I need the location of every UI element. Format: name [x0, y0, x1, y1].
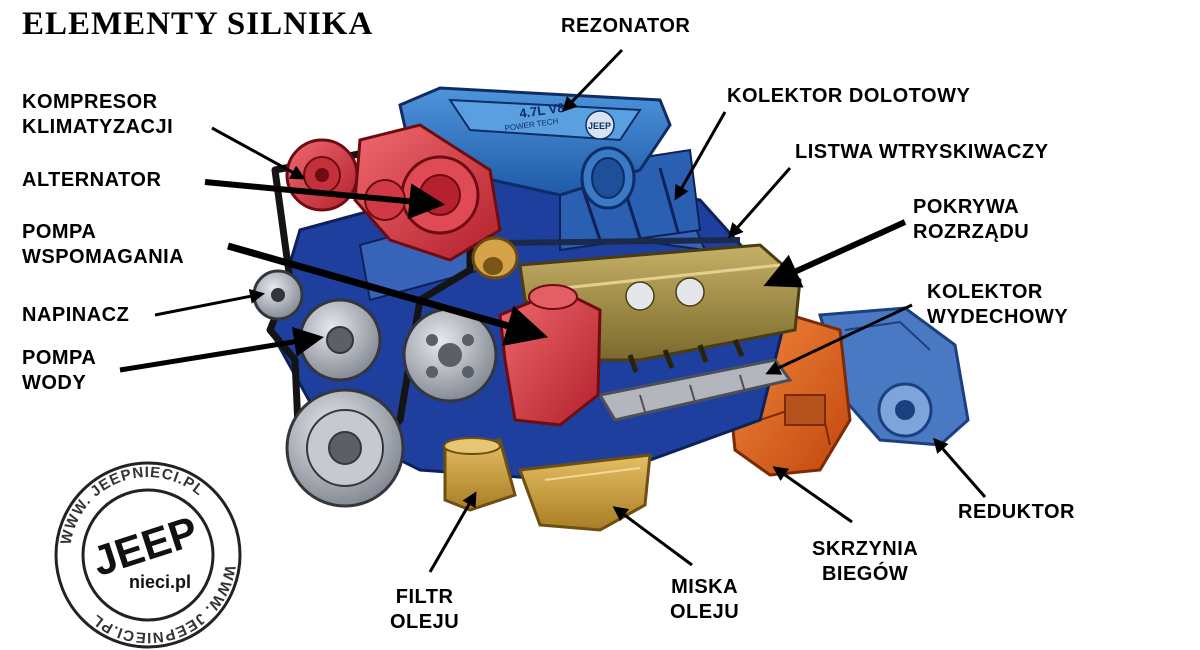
- label-filtr-oleju: FILTR OLEJU: [390, 585, 459, 635]
- label-pokrywa-rozrzadu: POKRYWA ROZRZĄDU: [913, 195, 1029, 245]
- gearbox: [728, 313, 852, 477]
- label-kolektor-wydechowy-line2: WYDECHOWY: [927, 306, 1069, 328]
- label-rezonator: REZONATOR: [561, 15, 691, 37]
- arrow-pompa-wody: [119, 327, 324, 373]
- pointer-arrows: [119, 48, 987, 573]
- label-kolektor-wydechowy-line1: KOLEKTOR: [927, 281, 1043, 303]
- label-pokrywa-line2: ROZRZĄDU: [913, 221, 1030, 243]
- arrow-napinacz: [154, 288, 265, 317]
- label-skrzynia-line2: BIEGÓW: [821, 563, 909, 585]
- exhaust-manifold: [597, 358, 793, 422]
- label-miska-line1: MISKA: [671, 576, 739, 598]
- label-miska-oleju: MISKA OLEJU: [670, 575, 739, 625]
- arrow-rezonator: [561, 48, 624, 113]
- arrow-kolektor-dolotowy: [674, 111, 727, 201]
- label-kolektor-dolotowy: KOLEKTOR DOLOTOWY: [727, 85, 971, 107]
- fuel-rail-shape: [499, 237, 741, 246]
- arrow-miska: [612, 506, 693, 567]
- label-skrzynia-line1: SKRZYNIA: [812, 538, 919, 560]
- label-pokrywa-line1: POKRYWA: [913, 196, 1020, 218]
- label-filtr-line2: OLEJU: [390, 611, 460, 633]
- arrow-alternator: [204, 179, 446, 220]
- intake-logo: JEEP: [588, 121, 611, 131]
- svg-text:nieci.pl: nieci.pl: [129, 572, 191, 592]
- arrow-kompresor: [211, 126, 306, 180]
- label-listwa-wtryskiwaczy: LISTWA WTRYSKIWACZY: [795, 141, 1049, 163]
- label-pompa-wsp-line1: POMPA: [22, 221, 97, 243]
- arrow-pokrywa: [763, 219, 907, 288]
- label-pompa-wsp-line2: WSPOMAGANIA: [22, 246, 185, 268]
- label-kompresor-klimatyzacji: KOMPRESOR KLIMATYZACJI: [22, 90, 173, 140]
- label-kompresor-line2: KLIMATYZACJI: [22, 116, 174, 138]
- arrow-listwa: [728, 167, 792, 239]
- water-pump: [298, 298, 382, 382]
- label-napinacz: NAPINACZ: [22, 304, 130, 326]
- arrow-reduktor: [933, 437, 987, 498]
- label-kolektor-wydechowy: KOLEKTOR WYDECHOWY: [927, 280, 1068, 330]
- label-filtr-line1: FILTR: [395, 586, 454, 608]
- label-pompa-wody-line2: WODY: [22, 372, 87, 394]
- tensioner: [252, 269, 304, 321]
- label-pompa-wspomagania: POMPA WSPOMAGANIA: [22, 220, 184, 270]
- label-reduktor: REDUKTOR: [958, 501, 1075, 523]
- ps-pulley: [402, 307, 498, 403]
- label-pompa-wody: POMPA WODY: [22, 346, 96, 396]
- label-kompresor-line1: KOMPRESOR: [22, 91, 158, 113]
- arrow-pompa-wspomagania: [227, 242, 549, 346]
- engine-badge: 4.7L V8: [518, 100, 565, 121]
- jeepnieci-stamp-logo: WWW. JEEPNIECI.PL WWW. JEEPNIECI.PL JEEP…: [54, 461, 242, 649]
- label-skrzynia-biegow: SKRZYNIA BIEGÓW: [812, 537, 918, 587]
- oil-filter: [443, 437, 517, 512]
- label-pompa-wody-line1: POMPA: [22, 347, 97, 369]
- thermostat-housing: [471, 236, 519, 280]
- arrow-filtr: [428, 491, 477, 573]
- transfer-case: [818, 306, 970, 447]
- label-alternator: ALTERNATOR: [22, 169, 162, 191]
- arrow-skrzynia: [772, 466, 853, 524]
- label-miska-line2: OLEJU: [670, 601, 740, 623]
- page-title: ELEMENTY SILNIKA: [22, 6, 374, 42]
- crank-pulley: [285, 388, 405, 508]
- arrow-kolektor-wydechowy: [765, 303, 913, 375]
